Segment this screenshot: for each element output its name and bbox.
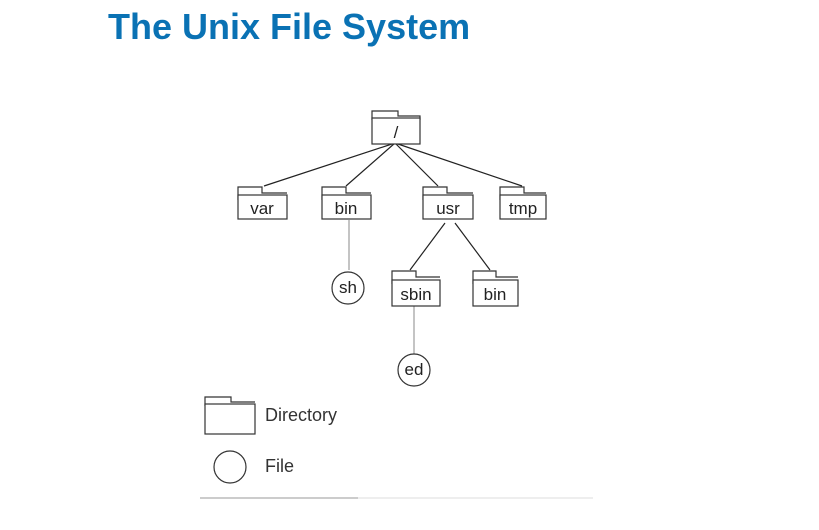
root-directory: / [371, 110, 421, 145]
legend-file-label: File [265, 456, 294, 476]
directory-usr-label: usr [436, 199, 460, 218]
file-legend-icon [213, 450, 247, 484]
edge-usr-sbin [409, 222, 446, 271]
file-sh-label: sh [339, 278, 357, 297]
directory-bin: bin [321, 186, 372, 220]
directory-legend-icon [204, 396, 256, 435]
directory-var: var [237, 186, 288, 220]
directory-usr-bin-label: bin [484, 285, 507, 304]
file-sh: sh [331, 271, 365, 305]
file-ed-label: ed [405, 360, 424, 379]
root-label: / [394, 123, 399, 142]
directory-var-label: var [250, 199, 274, 218]
edge-root-tmp [394, 142, 523, 187]
directory-usr: usr [422, 186, 474, 220]
directory-tmp-label: tmp [509, 199, 537, 218]
directory-bin-label: bin [335, 199, 358, 218]
page-title: The Unix File System [108, 6, 471, 47]
edge-root-var [263, 142, 396, 187]
legend: Directory File [204, 396, 337, 484]
directory-sbin: sbin [391, 270, 441, 307]
directory-usr-bin: bin [472, 270, 519, 307]
edge-root-bin [345, 142, 396, 187]
edge-usr-bin [454, 222, 491, 271]
file-ed: ed [397, 353, 431, 387]
edge-root-usr [394, 142, 439, 187]
legend-directory-label: Directory [265, 405, 337, 425]
directory-tmp: tmp [499, 186, 547, 220]
directory-sbin-label: sbin [400, 285, 431, 304]
